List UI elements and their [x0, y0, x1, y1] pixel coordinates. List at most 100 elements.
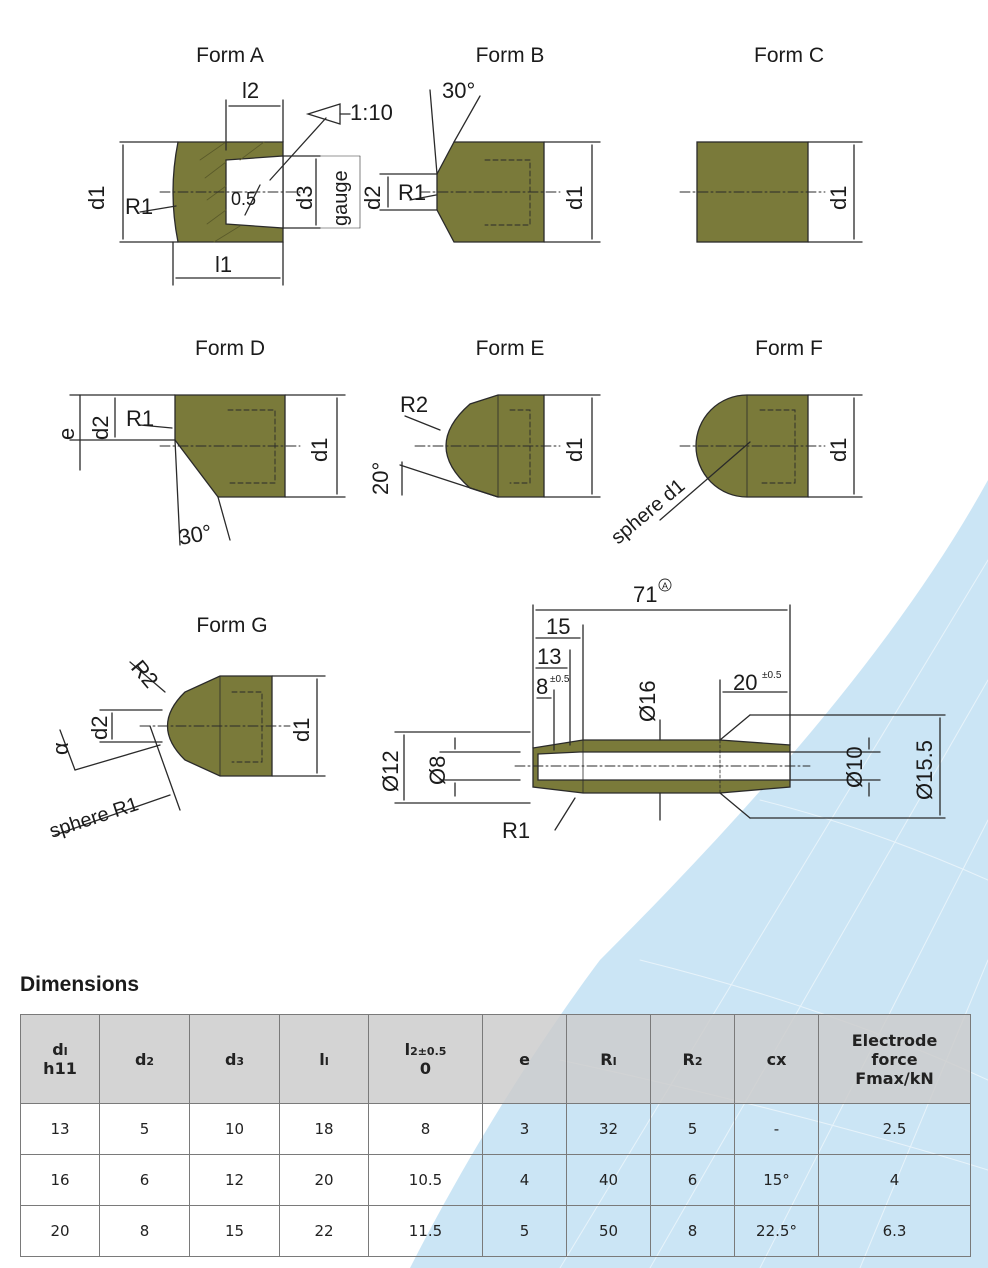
form-c-d1-label: d1: [826, 186, 851, 210]
form-e-r2-label: R2: [400, 392, 428, 417]
table-cell: 40: [566, 1154, 651, 1206]
adapter-len20-label: 20: [733, 670, 757, 695]
table-cell: 20: [20, 1205, 100, 1257]
table-cell: 6.3: [818, 1205, 971, 1257]
table-row: 20 8 15 22 11.5 5 50 8 22.5° 6.3: [20, 1205, 971, 1257]
form-g-alpha-label: α: [48, 742, 73, 755]
form-g-r2-label: R2: [126, 655, 163, 693]
form-f-d1-label: d1: [826, 438, 851, 462]
table-cell: 20: [279, 1154, 369, 1206]
table-cell: 6: [99, 1154, 190, 1206]
col-header-e: e: [482, 1014, 567, 1104]
form-a-title: Form A: [196, 44, 264, 67]
adapter-len13-label: 13: [537, 644, 561, 669]
table-cell: 5: [99, 1103, 190, 1155]
table-row: 13 5 10 18 8 3 32 5 - 2.5: [20, 1103, 971, 1155]
table-cell: -: [734, 1103, 819, 1155]
form-c-title: Form C: [754, 44, 824, 67]
form-b-title: Form B: [476, 44, 545, 67]
table-cell: 15: [189, 1205, 280, 1257]
form-a-taper-label: 1:10: [350, 100, 393, 125]
form-e-angle-label: 20°: [368, 462, 393, 495]
adapter-len15-label: 15: [546, 614, 570, 639]
adapter-len8-label: 8: [536, 674, 548, 699]
adapter-len71-label: 71: [633, 582, 657, 607]
form-a-l1-label: l1: [215, 252, 232, 277]
table-cell: 32: [566, 1103, 651, 1155]
form-g-drawing: [54, 661, 326, 836]
table-cell: 8: [650, 1205, 735, 1257]
form-f-title: Form F: [755, 337, 823, 360]
table-cell: 5: [482, 1205, 567, 1257]
adapter-d8-label: Ø8: [425, 756, 450, 785]
adapter-d12-label: Ø12: [378, 750, 403, 792]
form-c-drawing: [679, 141, 863, 243]
form-a-l2-label: l2: [242, 78, 259, 103]
adapter-tol20-label: ±0.5: [762, 670, 782, 681]
col-header-r2: R2: [650, 1014, 735, 1104]
form-d-e-label: e: [54, 428, 79, 440]
table-cell: 18: [279, 1103, 369, 1155]
table-cell: 8: [368, 1103, 483, 1155]
table-cell: 10.5: [368, 1154, 483, 1206]
form-e-d1-label: d1: [562, 438, 587, 462]
form-e-title: Form E: [476, 337, 545, 360]
col-header-d2: d2: [99, 1014, 190, 1104]
form-g-sphere-label: sphere R1: [47, 793, 142, 842]
table-cell: 2.5: [818, 1103, 971, 1155]
col-header-cx: cx: [734, 1014, 819, 1104]
adapter-r1-label: R1: [502, 818, 530, 843]
table-cell: 15°: [734, 1154, 819, 1206]
form-f-drawing: [659, 394, 863, 521]
form-d-title: Form D: [195, 337, 265, 360]
table-cell: 6: [650, 1154, 735, 1206]
form-a-r1-label: R1: [125, 194, 153, 219]
table-cell: 4: [818, 1154, 971, 1206]
table-row: 16 6 12 20 10.5 4 40 6 15° 4: [20, 1154, 971, 1206]
table-cell: 4: [482, 1154, 567, 1206]
form-a-gauge-label: gauge: [330, 170, 352, 226]
form-d-d1-label: d1: [307, 438, 332, 462]
table-cell: 3: [482, 1103, 567, 1155]
adapter-d155-label: Ø15.5: [912, 740, 937, 800]
col-header-d3: d3: [189, 1014, 280, 1104]
adapter-d16-label: Ø16: [635, 680, 660, 722]
form-d-angle-label: 30°: [177, 520, 214, 550]
form-e-drawing: [399, 394, 601, 498]
table-cell: 5: [650, 1103, 735, 1155]
form-d-d2-label: d2: [88, 416, 113, 440]
form-g-title: Form G: [196, 614, 267, 637]
table-cell: 13: [20, 1103, 100, 1155]
col-header-r1: RI: [566, 1014, 651, 1104]
table-cell: 12: [189, 1154, 280, 1206]
form-a-d1-label: d1: [84, 186, 109, 210]
form-b-d2-label: d2: [360, 186, 385, 210]
form-b-angle-label: 30°: [442, 78, 475, 103]
adapter-drawing: [394, 578, 946, 831]
adapter-tol8-label: ±0.5: [550, 674, 570, 685]
form-g-d2-label: d2: [87, 716, 112, 740]
form-d-drawing: [69, 394, 346, 546]
form-b-drawing: [379, 89, 601, 243]
table-cell: 11.5: [368, 1205, 483, 1257]
form-f-sphere-label: sphere d1: [607, 475, 689, 549]
table-cell: 22: [279, 1205, 369, 1257]
form-b-d1-label: d1: [562, 186, 587, 210]
form-d-r1-label: R1: [126, 406, 154, 431]
form-a-drawing: [119, 99, 361, 286]
form-a-chamfer-label: 0.5: [231, 189, 256, 209]
table-cell: 16: [20, 1154, 100, 1206]
dimensions-heading: Dimensions: [20, 973, 140, 996]
col-header-l1: lI: [279, 1014, 369, 1104]
form-a-d3-label: d3: [292, 186, 317, 210]
table-cell: 8: [99, 1205, 190, 1257]
form-g-d1-label: d1: [289, 718, 314, 742]
table-cell: 50: [566, 1205, 651, 1257]
form-b-r1-label: R1: [398, 180, 426, 205]
adapter-d10-label: Ø10: [842, 746, 867, 788]
